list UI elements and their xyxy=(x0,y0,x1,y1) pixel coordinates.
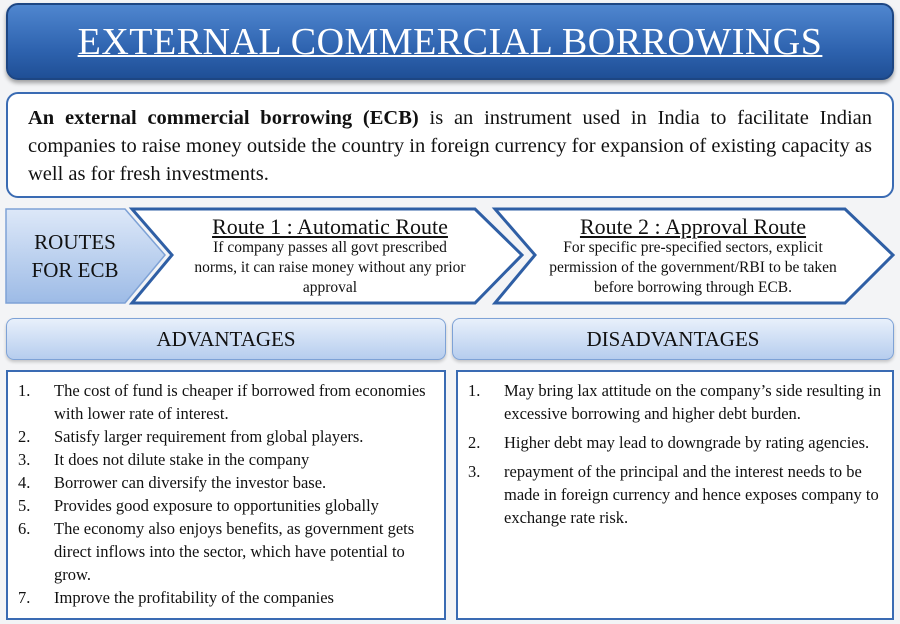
item-text: Provides good exposure to opportunities … xyxy=(54,496,379,515)
route1-title: Route 1 : Automatic Route xyxy=(212,214,448,239)
title-banner: EXTERNAL COMMERCIAL BORROWINGS xyxy=(6,3,894,80)
item-number: 1. xyxy=(18,381,31,400)
item-number: 2. xyxy=(468,433,481,452)
item-number: 5. xyxy=(18,496,31,515)
route2-title: Route 2 : Approval Route xyxy=(579,214,807,239)
route2-chevron xyxy=(491,207,896,305)
routes-chevrons xyxy=(5,207,896,305)
disadvantage-item: 1. May bring lax attitude on the company’… xyxy=(468,379,882,425)
advantage-item: 2. Satisfy larger requirement from global… xyxy=(18,425,434,448)
route1-chevron xyxy=(128,207,525,305)
advantages-list: 1. The cost of fund is cheaper if borrowe… xyxy=(6,370,446,620)
route1-text: If company passes all govt prescribed no… xyxy=(194,239,466,296)
item-text: Satisfy larger requirement from global p… xyxy=(54,427,364,446)
disadvantage-item: 3. repayment of the principal and the int… xyxy=(468,460,882,529)
advantage-item: 5. Provides good exposure to opportunitie… xyxy=(18,494,434,517)
item-number: 7. xyxy=(18,588,31,607)
item-text: The cost of fund is cheaper if borrowed … xyxy=(54,381,426,423)
advantage-item: 1. The cost of fund is cheaper if borrowe… xyxy=(18,379,434,425)
item-number: 4. xyxy=(18,473,31,492)
advantage-item: 4. Borrower can diversify the investor ba… xyxy=(18,471,434,494)
route2: Route 2 : Approval Route For specific pr… xyxy=(548,215,838,298)
routes-label: ROUTES FOR ECB xyxy=(10,228,140,284)
item-number: 6. xyxy=(18,519,31,538)
disadvantages-list: 1. May bring lax attitude on the company’… xyxy=(456,370,894,620)
item-text: It does not dilute stake in the company xyxy=(54,450,310,469)
routes-label-line1: ROUTES xyxy=(34,230,116,254)
route2-text: For specific pre-specified sectors, expl… xyxy=(549,239,837,296)
item-text: May bring lax attitude on the company’s … xyxy=(504,381,882,423)
advantage-item: 6. The economy also enjoys benefits, as g… xyxy=(18,517,434,586)
routes-label-line2: FOR ECB xyxy=(31,258,119,282)
definition-text: is an instrument used in India to facili… xyxy=(28,107,872,185)
item-text: Borrower can diversify the investor base… xyxy=(54,473,327,492)
item-number: 2. xyxy=(18,427,31,446)
disadvantage-item: 2. Higher debt may lead to downgrade by r… xyxy=(468,431,882,454)
advantages-header: ADVANTAGES xyxy=(6,318,446,360)
definition-term: An external commercial borrowing (ECB) xyxy=(28,107,419,129)
advantage-item: 7. Improve the profitability of the compa… xyxy=(18,586,434,609)
item-text: Higher debt may lead to downgrade by rat… xyxy=(504,433,870,452)
item-number: 1. xyxy=(468,381,481,400)
item-text: Improve the profitability of the compani… xyxy=(54,588,334,607)
page-title: EXTERNAL COMMERCIAL BORROWINGS xyxy=(77,20,823,63)
item-text: repayment of the principal and the inter… xyxy=(504,462,879,527)
route1: Route 1 : Automatic Route If company pas… xyxy=(190,215,470,298)
disadvantages-header: DISADVANTAGES xyxy=(452,318,894,360)
item-number: 3. xyxy=(468,462,481,481)
item-text: The economy also enjoys benefits, as gov… xyxy=(54,519,415,584)
item-number: 3. xyxy=(18,450,31,469)
advantage-item: 3. It does not dilute stake in the compan… xyxy=(18,448,434,471)
definition-box: An external commercial borrowing (ECB) i… xyxy=(6,92,894,198)
routes-label-chevron xyxy=(5,208,166,304)
